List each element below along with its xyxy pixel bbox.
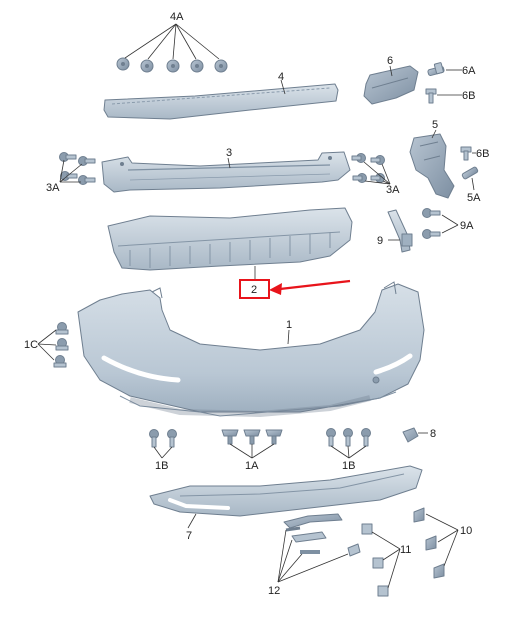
part-1-bumper-cover bbox=[77, 281, 425, 418]
part-5-side-bracket bbox=[409, 129, 455, 199]
part-4-absorber bbox=[103, 79, 339, 120]
screw-set-1b-left bbox=[149, 429, 177, 459]
callout-1b-left: 1B bbox=[155, 460, 168, 472]
screw-icon bbox=[53, 355, 67, 368]
clip-set-11 bbox=[361, 523, 401, 597]
trim-strip-set-12 bbox=[277, 513, 361, 583]
callout-5: 5 bbox=[432, 119, 438, 131]
screw-set-1c bbox=[37, 322, 69, 368]
clip-icon bbox=[377, 585, 389, 597]
bolt-icon bbox=[59, 152, 77, 162]
callout-12: 12 bbox=[268, 585, 280, 597]
bolt-6b-mid bbox=[460, 146, 476, 161]
callout-1b-right: 1B bbox=[342, 460, 355, 472]
callout-2-highlight bbox=[239, 279, 351, 299]
bolt-6b-top bbox=[425, 88, 462, 104]
callout-4: 4 bbox=[278, 71, 284, 83]
clip-icon bbox=[140, 59, 154, 73]
part-7-diffuser-trim bbox=[149, 465, 423, 529]
bolt-icon bbox=[78, 175, 96, 185]
screw-icon bbox=[55, 322, 69, 335]
clip-icon bbox=[116, 57, 130, 71]
bolt-set-3a-left bbox=[59, 152, 96, 185]
clip-set-1a bbox=[221, 429, 283, 459]
clip-icon bbox=[425, 535, 437, 551]
clip-set-4a bbox=[116, 23, 228, 73]
bolt-icon bbox=[352, 173, 367, 183]
arrow-left-icon bbox=[269, 283, 282, 295]
bolt-6a bbox=[427, 62, 462, 77]
screw-icon bbox=[149, 429, 159, 448]
part-3-impact-bar bbox=[101, 151, 351, 193]
callout-1c: 1C bbox=[24, 339, 38, 351]
callout-9: 9 bbox=[377, 235, 383, 247]
clip-set-10 bbox=[413, 507, 459, 579]
callout-6: 6 bbox=[387, 55, 393, 67]
callout-10: 10 bbox=[460, 525, 472, 537]
callout-8: 8 bbox=[430, 428, 436, 440]
clip-icon bbox=[166, 59, 180, 73]
callout-3a-left: 3A bbox=[46, 182, 60, 194]
bolt-set-3a-right bbox=[351, 153, 391, 185]
bolt-icon bbox=[351, 153, 366, 163]
clip-icon bbox=[265, 429, 283, 445]
clip-icon bbox=[361, 523, 373, 535]
callout-7: 7 bbox=[186, 530, 192, 542]
bolt-icon bbox=[370, 155, 385, 165]
screw-icon bbox=[55, 338, 69, 351]
clip-icon bbox=[190, 59, 204, 73]
screw-set-9a bbox=[422, 208, 459, 239]
bolt-icon bbox=[78, 156, 96, 166]
screw-icon bbox=[343, 428, 353, 447]
screw-icon bbox=[422, 208, 441, 218]
screw-icon bbox=[167, 429, 177, 448]
part-8-clip bbox=[402, 427, 428, 443]
part-9-bracket bbox=[387, 209, 413, 253]
callout-2: 2 bbox=[251, 284, 257, 296]
screw-icon bbox=[422, 229, 441, 239]
callout-5a: 5A bbox=[467, 192, 481, 204]
callout-6a: 6A bbox=[462, 65, 476, 77]
clip-icon bbox=[221, 429, 239, 445]
screw-set-1b-right bbox=[326, 428, 371, 459]
clip-icon bbox=[413, 507, 425, 523]
callout-4a: 4A bbox=[170, 11, 184, 23]
bolt-5a bbox=[461, 166, 479, 191]
callout-11: 11 bbox=[400, 544, 411, 556]
callout-3: 3 bbox=[226, 147, 232, 159]
callout-1: 1 bbox=[286, 319, 292, 331]
part-6-bracket bbox=[363, 65, 419, 105]
bolt-icon bbox=[60, 171, 78, 181]
clip-icon bbox=[243, 429, 261, 445]
callout-9a: 9A bbox=[460, 220, 474, 232]
screw-icon bbox=[361, 428, 371, 447]
callout-1a: 1A bbox=[245, 460, 259, 472]
callout-3a-right: 3A bbox=[386, 184, 400, 196]
clip-icon bbox=[372, 557, 384, 569]
screw-icon bbox=[326, 428, 336, 447]
callout-6b-top: 6B bbox=[462, 90, 475, 102]
part-2-energy-absorber bbox=[107, 207, 353, 280]
clip-icon bbox=[214, 59, 228, 73]
clip-icon bbox=[433, 563, 445, 579]
callout-6b-mid: 6B bbox=[476, 148, 489, 160]
